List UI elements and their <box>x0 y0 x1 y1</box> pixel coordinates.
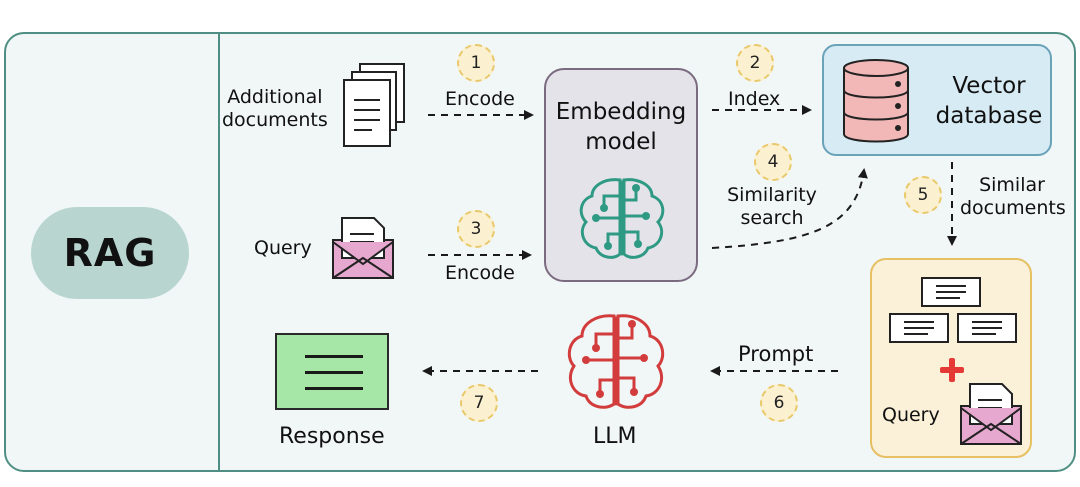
plus-icon <box>940 358 964 382</box>
step-badge-3: 3 <box>457 210 495 248</box>
envelope-letter-icon <box>332 217 394 279</box>
frame-divider <box>218 33 220 471</box>
prompt-assembly-box: Query <box>870 258 1032 458</box>
step-badge-7: 7 <box>460 384 498 422</box>
database-cylinder-icon <box>843 59 909 143</box>
circuit-brain-icon <box>579 178 665 259</box>
additional-documents-label: Additional documents <box>222 86 328 131</box>
envelope-letter-icon <box>960 383 1022 445</box>
llm-label: LLM <box>593 424 637 449</box>
edge-1-label: Encode <box>445 88 515 110</box>
vector-database-label: Vector database <box>935 73 1043 129</box>
document-stack-icon <box>343 63 405 147</box>
edge-3-label: Encode <box>445 262 515 284</box>
circuit-brain-icon <box>567 314 665 409</box>
edge-5-label: Similar documents <box>960 174 1066 219</box>
text-card-icon <box>275 333 389 410</box>
embedding-model-box: Embedding model <box>544 68 698 282</box>
step-badge-6: 6 <box>760 384 798 422</box>
vector-database-box: Vector database <box>822 44 1052 156</box>
prompt-query-label: Query <box>882 404 940 426</box>
step-badge-2: 2 <box>736 44 774 82</box>
embedding-model-label: Embedding model <box>555 99 687 155</box>
document-cards-icon <box>889 277 1017 343</box>
rag-title: RAG <box>31 207 189 299</box>
query-label: Query <box>254 237 312 259</box>
edge-2-label: Index <box>728 88 781 110</box>
step-badge-4: 4 <box>754 143 792 181</box>
step-badge-5: 5 <box>904 176 942 214</box>
step-badge-1: 1 <box>457 44 495 82</box>
edge-4-label: Similarity search <box>727 184 817 229</box>
response-label: Response <box>279 424 385 449</box>
edge-6-label: Prompt <box>738 342 814 366</box>
